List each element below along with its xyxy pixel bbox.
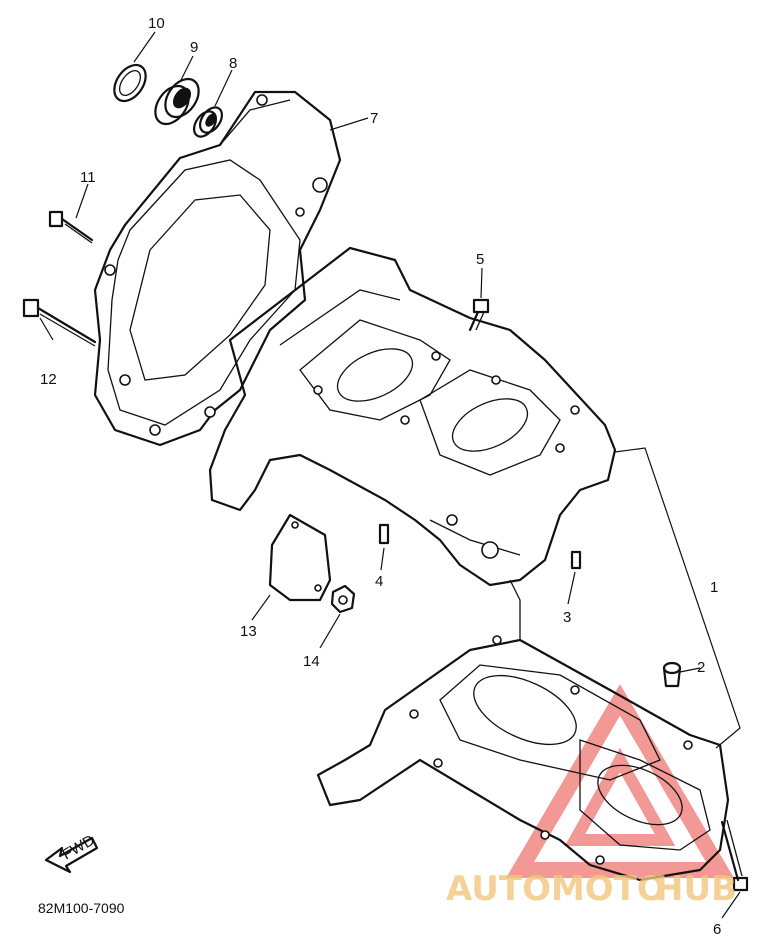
callout-13: 13 <box>240 623 257 640</box>
callout-6: 6 <box>713 921 721 938</box>
callout-10: 10 <box>148 15 165 32</box>
part-dowel-pin-4 <box>378 523 390 545</box>
part-crankcase-upper <box>208 246 617 587</box>
diagram-code: 82M100-7090 <box>38 900 125 916</box>
part-bolt-bottom <box>720 819 749 892</box>
callout-1: 1 <box>710 579 718 596</box>
callout-4: 4 <box>375 573 383 590</box>
callout-14: 14 <box>303 653 320 670</box>
callout-7: 7 <box>370 110 378 127</box>
part-oil-seal <box>113 63 147 103</box>
watermark-text-part2: HUB <box>655 869 737 909</box>
leader-lines <box>39 31 741 919</box>
part-cover-plate <box>268 513 332 602</box>
part-crankcase-lower <box>316 579 730 882</box>
callout-5: 5 <box>476 251 484 268</box>
assembly-bracket <box>614 447 741 749</box>
part-bearing-large <box>154 77 200 126</box>
part-nut <box>330 584 356 614</box>
callout-2: 2 <box>697 659 705 676</box>
callout-3: 3 <box>563 609 571 626</box>
watermark-text-part1: AUTOMOTO <box>446 869 666 909</box>
watermark-text: AUTOMOTO HUB <box>446 869 737 909</box>
part-plug <box>662 661 682 688</box>
callout-11: 11 <box>80 169 96 186</box>
part-crankcase-cover <box>93 90 342 447</box>
forward-arrow-icon: FWD <box>44 832 99 874</box>
callout-8: 8 <box>229 55 237 72</box>
callout-9: 9 <box>190 39 198 56</box>
callout-numbers: 10 9 8 7 11 5 12 1 4 3 13 14 2 6 <box>40 15 721 938</box>
part-bearing-small <box>192 106 224 138</box>
part-bolt-short <box>48 210 94 244</box>
part-bolt-vertical <box>468 298 490 332</box>
callout-12: 12 <box>40 371 57 388</box>
part-bolt-long <box>22 298 97 347</box>
part-dowel-pin-3 <box>570 550 582 570</box>
